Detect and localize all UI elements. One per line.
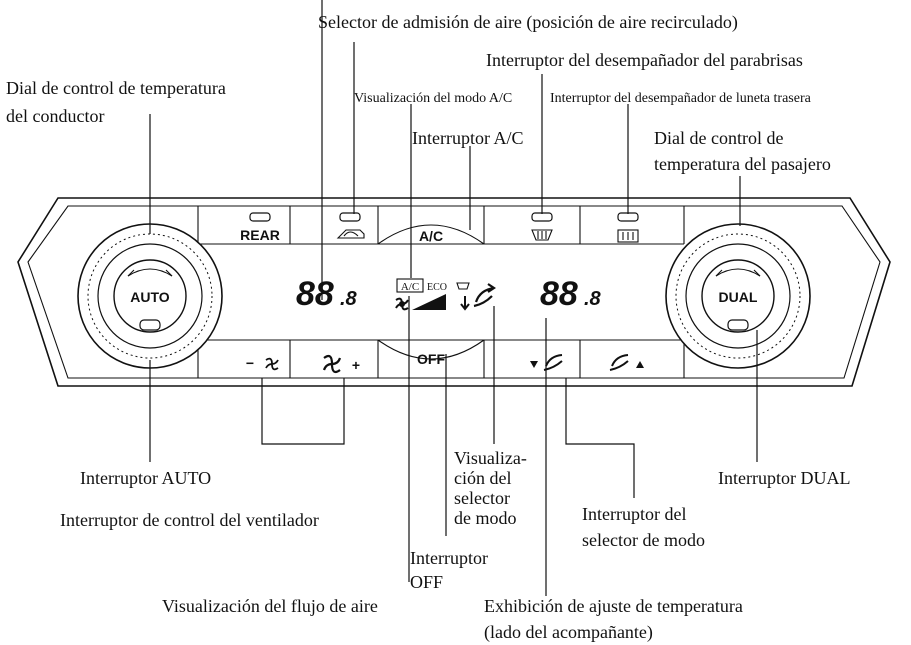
windshield-defroster-led xyxy=(531,212,553,222)
rear-button-label: REAR xyxy=(240,227,280,243)
passenger-temperature-display: 88 xyxy=(540,275,578,313)
label-driver-temp-dial-1: Dial de control de temperatura xyxy=(6,78,226,98)
dual-button-label: DUAL xyxy=(719,289,758,305)
leader-lines xyxy=(149,0,758,596)
label-passenger-temp-display-1: Exhibición de ajuste de temperatura xyxy=(484,596,743,616)
face-airflow-arrow-icon xyxy=(474,283,496,303)
label-off-switch-1: Interruptor xyxy=(410,548,488,568)
label-mode-selector-2: selector de modo xyxy=(582,530,705,550)
display-area: 88 .8 A/C ECO 88 .8 xyxy=(296,275,602,313)
off-button-label: OFF xyxy=(417,351,445,367)
fan-down-symbol: − xyxy=(246,355,254,371)
windshield-defrost-icon xyxy=(531,229,553,241)
triangle-down-icon xyxy=(530,361,538,368)
mode-airflow-icon xyxy=(609,354,629,371)
fan-icon xyxy=(395,297,409,311)
label-dual-switch: Interruptor DUAL xyxy=(718,468,850,488)
rear-defrost-icon xyxy=(617,229,639,243)
airflow-level-display xyxy=(395,294,446,311)
ac-button-label: A/C xyxy=(419,228,443,244)
label-mode-display-3: selector xyxy=(454,488,510,508)
airflow-mode-display xyxy=(456,282,496,311)
fan-up-symbol: + xyxy=(352,357,360,373)
climate-panel xyxy=(17,197,891,387)
fan-down-button[interactable]: − xyxy=(246,355,279,371)
fan-small-icon xyxy=(265,357,279,371)
recirculation-icon xyxy=(336,229,365,239)
auto-indicator-led xyxy=(139,319,161,331)
passenger-temperature-decimal: .8 xyxy=(584,288,602,310)
label-rear-defroster: Interruptor del desempañador de luneta t… xyxy=(550,91,812,106)
dual-button[interactable] xyxy=(701,259,775,333)
label-mode-display-1: Visualiza- xyxy=(454,448,527,468)
svg-text:A/C: A/C xyxy=(401,281,419,293)
rear-indicator-led xyxy=(249,212,271,222)
label-passenger-temp-dial-2: temperatura del pasajero xyxy=(654,154,831,174)
off-button[interactable]: OFF xyxy=(417,351,445,367)
label-fan-control-switch: Interruptor de control del ventilador xyxy=(60,510,319,530)
ac-mode-indicator: A/C ECO xyxy=(396,278,447,293)
rear-defroster-led xyxy=(617,212,639,222)
mode-up-button[interactable] xyxy=(609,354,644,371)
triangle-up-icon xyxy=(636,361,644,368)
label-ac-mode-display: Visualización del modo A/C xyxy=(354,91,512,106)
ac-button[interactable]: A/C xyxy=(419,228,443,244)
driver-temperature-dial[interactable]: AUTO xyxy=(77,223,223,369)
label-passenger-temp-dial-1: Dial de control de xyxy=(654,128,783,148)
fan-up-button[interactable]: + xyxy=(322,354,360,374)
windshield-defroster-button[interactable] xyxy=(531,212,553,241)
label-passenger-temp-display-2: (lado del acompañante) xyxy=(484,622,653,643)
label-mode-display-2: ción del xyxy=(454,468,511,488)
label-mode-selector-1: Interruptor del xyxy=(582,504,686,524)
label-off-switch-2: OFF xyxy=(410,572,443,592)
recirculation-indicator-led xyxy=(339,212,361,222)
auto-button-label: AUTO xyxy=(130,289,170,305)
eco-indicator: ECO xyxy=(427,282,447,293)
fan-speed-bar xyxy=(412,294,446,310)
floor-airflow-arrow-icon xyxy=(460,296,470,311)
rear-button[interactable]: REAR xyxy=(240,212,280,243)
recirculation-button[interactable] xyxy=(336,212,365,239)
label-airflow-display: Visualización del flujo de aire xyxy=(162,596,378,616)
label-mode-display-4: de modo xyxy=(454,508,517,528)
defrost-mode-icon xyxy=(456,282,470,290)
label-auto-switch: Interruptor AUTO xyxy=(80,468,211,488)
label-windshield-defroster: Interruptor del desempañador del parabri… xyxy=(486,50,803,70)
driver-temperature-decimal: .8 xyxy=(340,288,358,310)
driver-temperature-display: 88 xyxy=(296,275,334,313)
fan-large-icon xyxy=(322,354,342,374)
passenger-temperature-dial[interactable]: DUAL xyxy=(665,223,811,369)
label-ac-switch: Interruptor A/C xyxy=(412,128,523,148)
dual-indicator-led xyxy=(727,319,749,331)
label-intake-selector: Selector de admisión de aire (posición d… xyxy=(318,12,738,33)
auto-button[interactable] xyxy=(113,259,187,333)
label-driver-temp-dial-2: del conductor xyxy=(6,106,104,126)
